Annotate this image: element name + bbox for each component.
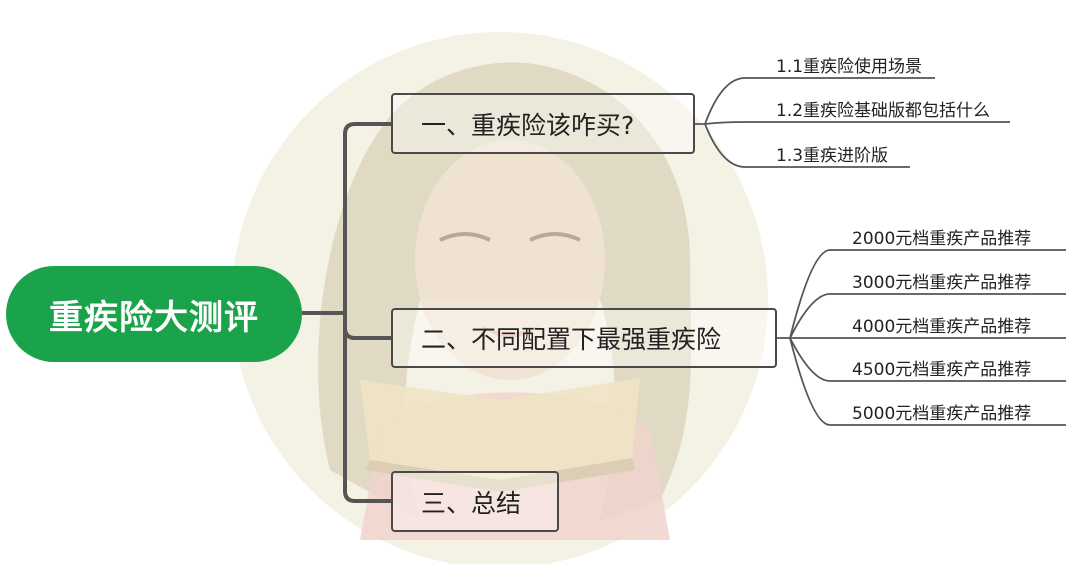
subtopic-1-2[interactable]: 1.2重疾险基础版都包括什么 <box>776 101 991 121</box>
connector-leaf-1-2 <box>704 121 1010 125</box>
branch-topic-1-label: 一、重疾险该咋买? <box>421 110 635 140</box>
subtopic-2-2[interactable]: 3000元档重疾产品推荐 <box>852 273 1032 293</box>
subtopic-1-1[interactable]: 1.1重疾险使用场景 <box>776 57 923 77</box>
connector-leaf-1-3 <box>704 123 910 168</box>
connector-leaf-2-5 <box>789 337 1066 426</box>
subtopic-2-1[interactable]: 2000元档重疾产品推荐 <box>852 229 1032 249</box>
branch-topic-2-label: 二、不同配置下最强重疾险 <box>421 325 722 354</box>
branch-topic-3[interactable]: 三、总结 <box>391 471 559 532</box>
subtopic-1-3[interactable]: 1.3重疾进阶版 <box>776 146 889 166</box>
branch-topic-1[interactable]: 一、重疾险该咋买? <box>391 93 695 154</box>
connector-leaf-2-4 <box>789 337 1066 382</box>
connector-leaf-1-1 <box>695 77 935 125</box>
connector-branch-2 <box>343 313 391 340</box>
subtopic-2-4[interactable]: 4500元档重疾产品推荐 <box>852 360 1032 380</box>
connector-branch-3 <box>343 313 391 503</box>
branch-topic-3-label: 三、总结 <box>421 488 522 518</box>
root-topic[interactable]: 重疾险大测评 <box>6 266 302 362</box>
connector-leaf-2-2 <box>789 293 1066 339</box>
subtopic-2-5[interactable]: 5000元档重疾产品推荐 <box>852 404 1032 424</box>
subtopic-2-3[interactable]: 4000元档重疾产品推荐 <box>852 317 1032 337</box>
connector-leaf-2-1 <box>777 249 1066 339</box>
branch-topic-2[interactable]: 二、不同配置下最强重疾险 <box>391 308 777 368</box>
connector-branch-1 <box>343 122 391 313</box>
